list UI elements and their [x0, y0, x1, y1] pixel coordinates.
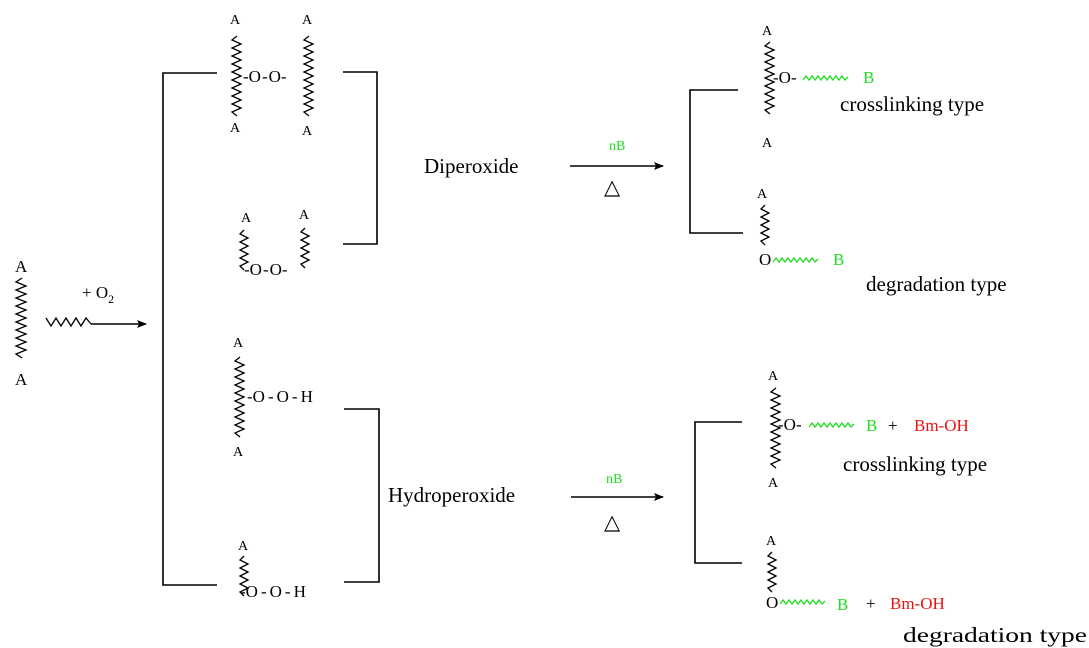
- atom-a: A: [230, 13, 241, 28]
- hydroperoxide-group: -O-O-H: [240, 582, 306, 601]
- chain-wavy: [763, 41, 776, 115]
- oxygen-addition: + O2: [45, 283, 147, 328]
- chain-wavy: [302, 35, 315, 117]
- diperoxide-interchain: A A -O-O- A A: [230, 13, 315, 139]
- main-bracket: [162, 72, 217, 586]
- polymer-chain-wavy: [14, 277, 28, 359]
- ether-linkage: -O-: [778, 415, 802, 434]
- b-group: B: [863, 68, 874, 87]
- atom-a: A: [299, 208, 310, 223]
- chain-wavy: [238, 229, 250, 271]
- hydroperoxide-end: A -O-O-H: [238, 539, 306, 601]
- chain-wavy: [230, 35, 243, 117]
- hydroperoxide-label: Hydroperoxide: [388, 483, 515, 507]
- chain-wavy: [769, 387, 782, 469]
- diperoxide-crosslinking-product: A -O- B crosslinking type A: [762, 24, 984, 151]
- ether-linkage: -O-: [773, 68, 797, 87]
- diperoxide-label: Diperoxide: [424, 154, 518, 178]
- plus-sign: +: [866, 594, 876, 613]
- diperoxide-intrachain: A A -O-O-: [238, 208, 311, 279]
- atom-a: A: [302, 13, 313, 28]
- crosslinking-type-label: crosslinking type: [843, 452, 987, 476]
- plus-sign: +: [888, 416, 898, 435]
- hydroperoxide-group: -O-O-H: [247, 387, 313, 406]
- hydroperoxide-bracket: [344, 408, 380, 583]
- diperoxide-degradation-product: A O B degradation type: [757, 187, 1007, 296]
- atom-a: A: [768, 476, 779, 491]
- atom-a: A: [233, 445, 244, 460]
- atom-a: A: [762, 136, 773, 151]
- byproduct-bm-oh: Bm-OH: [914, 416, 969, 435]
- chain-end-a-bottom: A: [15, 370, 28, 389]
- b-group: B: [837, 595, 848, 614]
- heat-symbol-icon: △: [604, 175, 621, 199]
- atom-a: A: [233, 336, 244, 351]
- nb-reagent-label: nB: [606, 472, 622, 487]
- degradation-type-label: degradation type: [903, 623, 1087, 647]
- oxygen-atom: O: [766, 593, 778, 612]
- chain-wavy: [238, 555, 250, 597]
- oxygen-reagent-label: + O2: [82, 283, 114, 306]
- diperoxide-reaction-conditions: nB △: [570, 139, 664, 199]
- heat-symbol-icon: △: [604, 510, 621, 534]
- chain-end-a-top: A: [15, 257, 28, 276]
- chain-wavy: [759, 204, 771, 246]
- green-chain-wavy: [772, 256, 819, 264]
- atom-a: A: [230, 121, 241, 136]
- b-group: B: [833, 250, 844, 269]
- oxygen-atom: O: [759, 250, 771, 269]
- atom-a: A: [302, 124, 313, 139]
- hydroperoxide-chain: A -O-O-H A: [233, 336, 313, 460]
- starting-polymer: A A: [14, 257, 28, 389]
- green-chain-wavy: [808, 421, 855, 429]
- hydroperoxide-reaction-conditions: nB △: [571, 472, 664, 534]
- diperoxide-products-bracket: [689, 89, 743, 234]
- byproduct-bm-oh: Bm-OH: [890, 594, 945, 613]
- atom-a: A: [238, 539, 249, 554]
- atom-a: A: [757, 187, 768, 202]
- chain-wavy: [233, 356, 246, 438]
- hydroperoxide-crosslinking-product: A -O- B + Bm-OH crosslinking type A: [768, 369, 987, 491]
- diperoxide-bracket: [343, 71, 378, 245]
- chain-wavy: [766, 551, 778, 593]
- b-group: B: [866, 416, 877, 435]
- crosslinking-type-label: crosslinking type: [840, 92, 984, 116]
- atom-a: A: [768, 369, 779, 384]
- atom-a: A: [766, 534, 777, 549]
- hydroperoxide-products-bracket: [694, 421, 742, 564]
- degradation-type-label: degradation type: [866, 272, 1007, 296]
- squiggle-bond: [45, 316, 92, 328]
- chain-wavy: [299, 227, 311, 269]
- atom-a: A: [241, 211, 252, 226]
- green-chain-wavy: [802, 74, 849, 82]
- peroxide-linkage: -O-O-: [243, 67, 287, 86]
- nb-reagent-label: nB: [609, 139, 625, 154]
- hydroperoxide-degradation-product: A O B + Bm-OH degradation type: [766, 534, 1087, 647]
- peroxide-linkage: -O-O-: [244, 260, 288, 279]
- atom-a: A: [762, 24, 773, 39]
- green-chain-wavy: [779, 598, 826, 606]
